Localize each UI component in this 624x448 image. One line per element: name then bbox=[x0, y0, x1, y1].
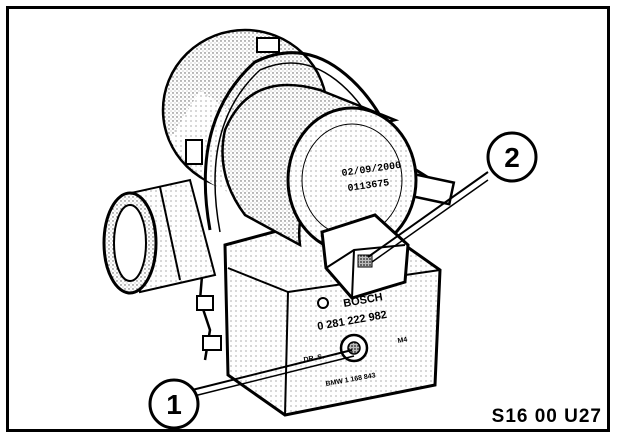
leader-line-1 bbox=[191, 349, 353, 391]
callout-1-number: 1 bbox=[166, 389, 182, 420]
terminal-right-label: M4 bbox=[397, 336, 408, 345]
callout-2: 2 bbox=[486, 131, 538, 183]
callout-1: 1 bbox=[148, 378, 200, 430]
leader-line-1b bbox=[193, 355, 355, 397]
terminal-left-label: DR. S. bbox=[303, 353, 325, 363]
leader-line-2 bbox=[367, 171, 489, 258]
mounting-bracket bbox=[185, 37, 456, 361]
callout-2-number: 2 bbox=[504, 142, 520, 173]
diagram-frame bbox=[6, 6, 610, 432]
inlet-pipe bbox=[102, 178, 217, 295]
electrical-connector bbox=[320, 213, 410, 300]
figure-code: S16 00 U27 bbox=[491, 406, 602, 427]
leader-line-2b bbox=[371, 179, 489, 263]
